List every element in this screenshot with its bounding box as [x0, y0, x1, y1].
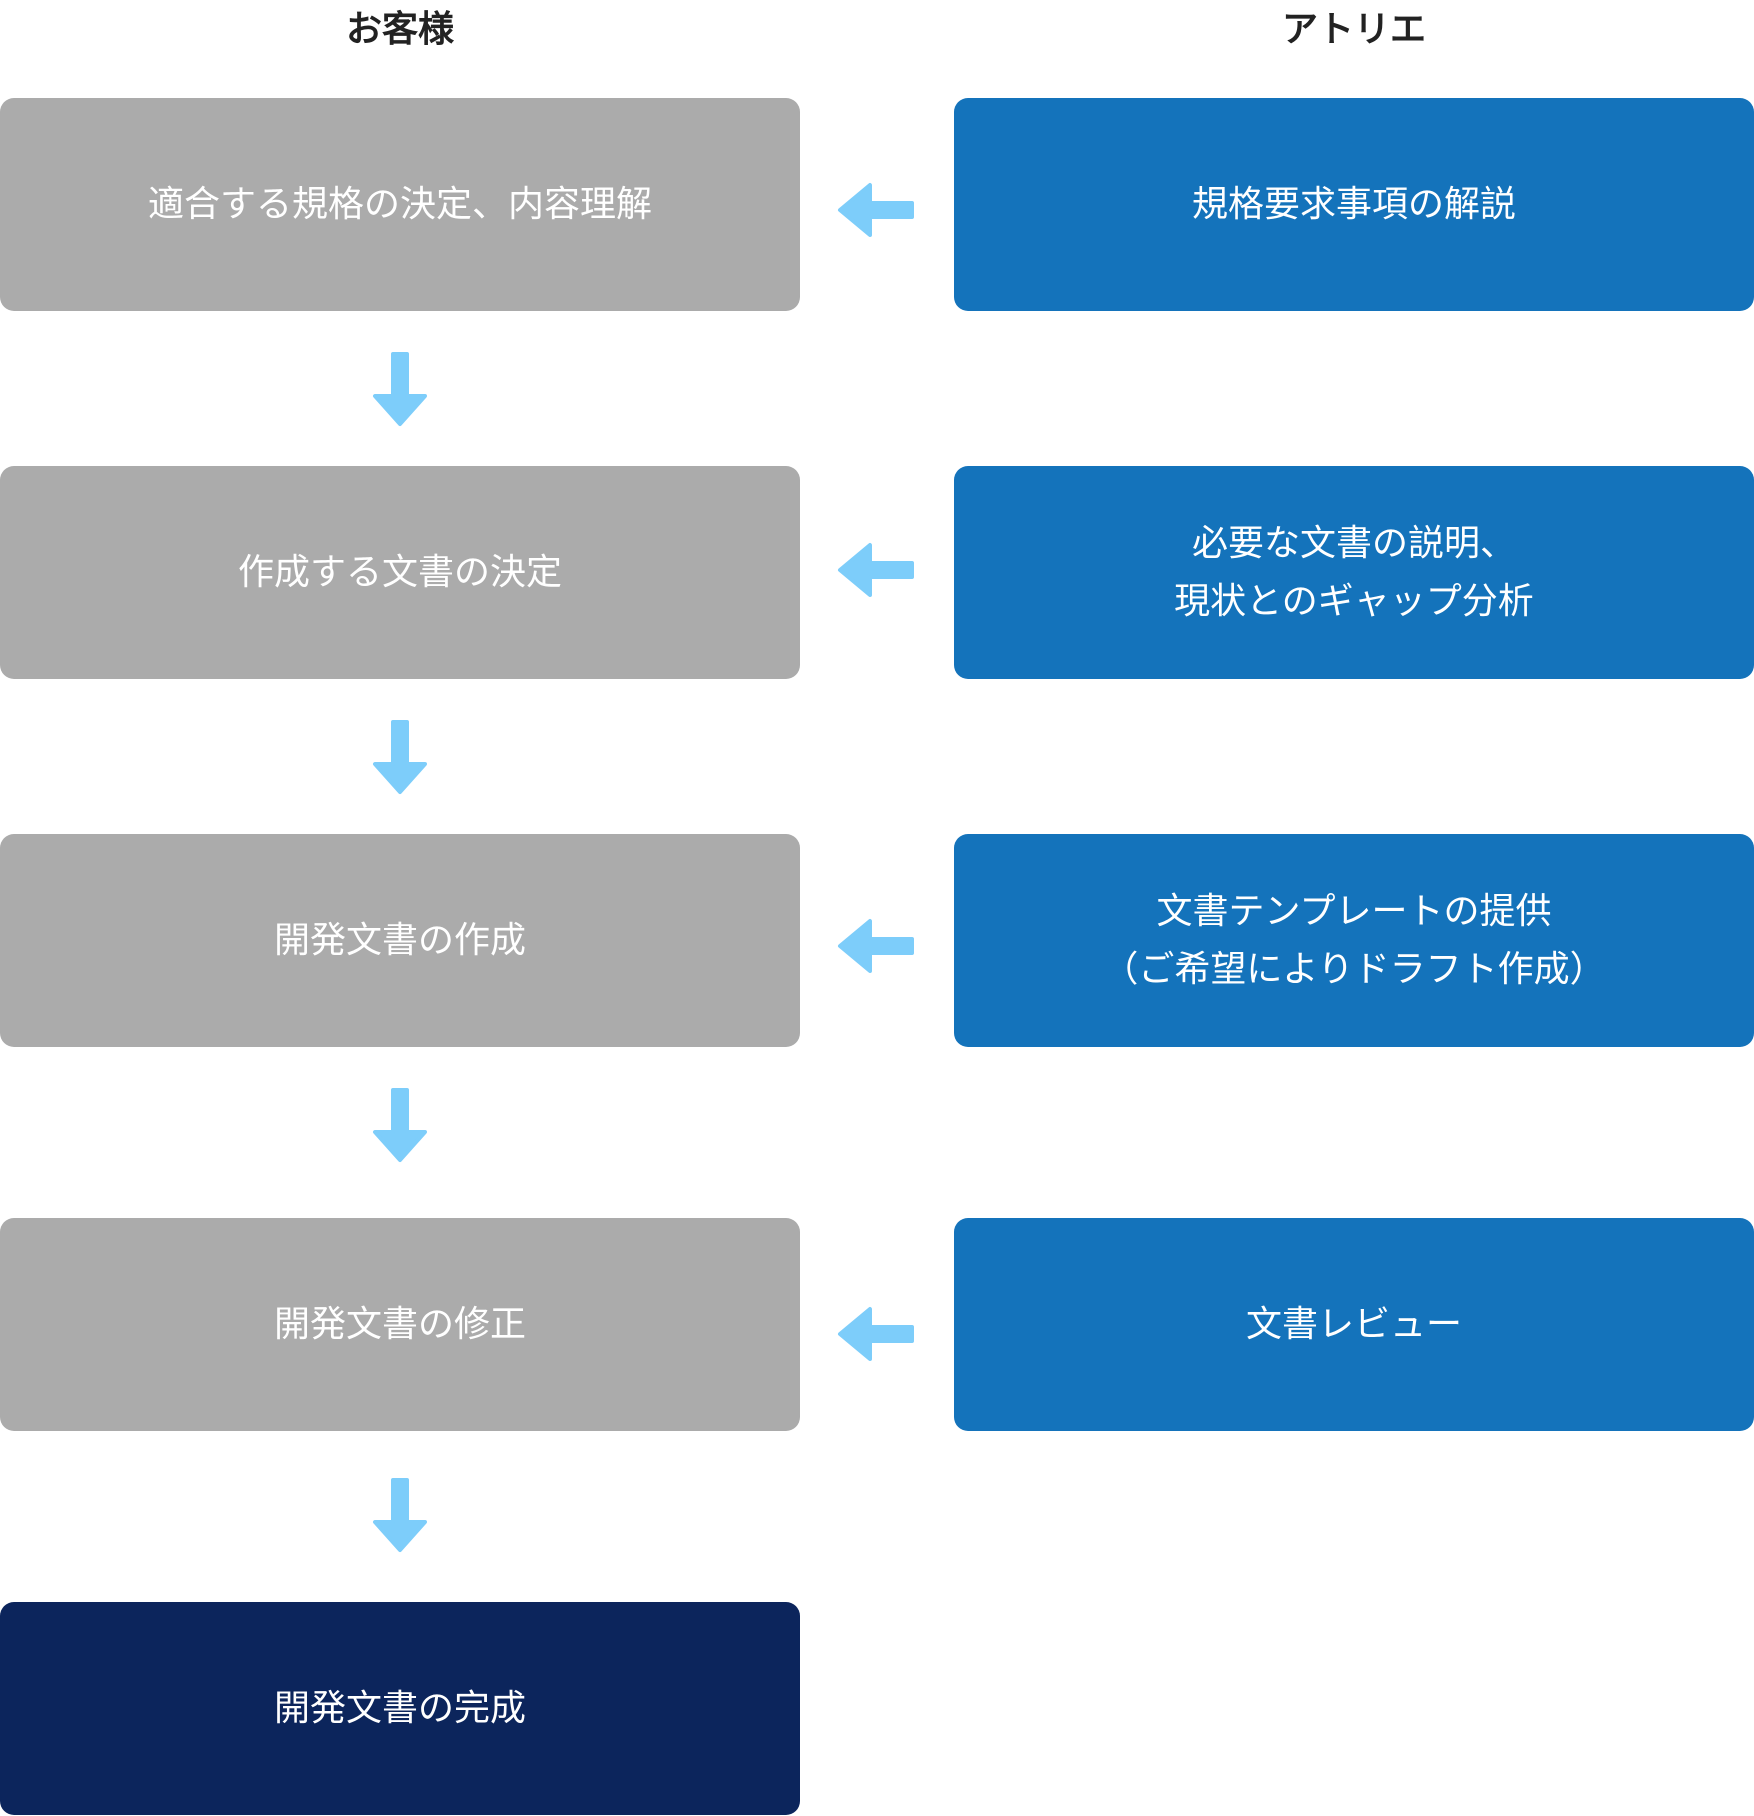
atelier-step-3-line-2: （ご希望によりドラフト作成） [1102, 948, 1606, 990]
atelier-step-2-line-1: 必要な文書の説明、 [1191, 522, 1516, 564]
customer-step-final-label: 開発文書の完成 [273, 1687, 526, 1729]
atelier-step-3-line-1: 文書テンプレートの提供 [1156, 890, 1552, 932]
customer-column-header: お客様 [345, 9, 454, 50]
atelier-step-1-line-1: 規格要求事項の解説 [1191, 183, 1516, 225]
left-arrow-icon [838, 919, 914, 973]
atelier-step-2-line-2: 現状とのギャップ分析 [1174, 580, 1534, 622]
customer-step-2-label: 作成する文書の決定 [237, 551, 562, 593]
down-arrow-icon [373, 720, 427, 794]
customer-step-4-label: 開発文書の修正 [273, 1303, 526, 1345]
customer-step-final: 開発文書の完成 [0, 1602, 800, 1815]
customer-step-1: 適合する規格の決定、内容理解 [0, 98, 800, 311]
atelier-step-4-line-1: 文書レビュー [1245, 1303, 1462, 1345]
atelier-step-2: 必要な文書の説明、 現状とのギャップ分析 [954, 466, 1754, 679]
atelier-step-4: 文書レビュー [954, 1218, 1754, 1431]
down-arrow-icon [373, 1478, 427, 1552]
left-arrow-icon [838, 543, 914, 597]
customer-step-3-label: 開発文書の作成 [273, 919, 526, 961]
atelier-column-header: アトリエ [1281, 9, 1426, 50]
atelier-step-3: 文書テンプレートの提供 （ご希望によりドラフト作成） [954, 834, 1754, 1047]
left-arrow-icon [838, 183, 914, 237]
down-arrow-icon [373, 1088, 427, 1162]
customer-step-3: 開発文書の作成 [0, 834, 800, 1047]
atelier-step-1: 規格要求事項の解説 [954, 98, 1754, 311]
customer-step-1-label: 適合する規格の決定、内容理解 [147, 183, 652, 225]
customer-step-4: 開発文書の修正 [0, 1218, 800, 1431]
down-arrow-icon [373, 352, 427, 426]
left-arrow-icon [838, 1307, 914, 1361]
customer-step-2: 作成する文書の決定 [0, 466, 800, 679]
